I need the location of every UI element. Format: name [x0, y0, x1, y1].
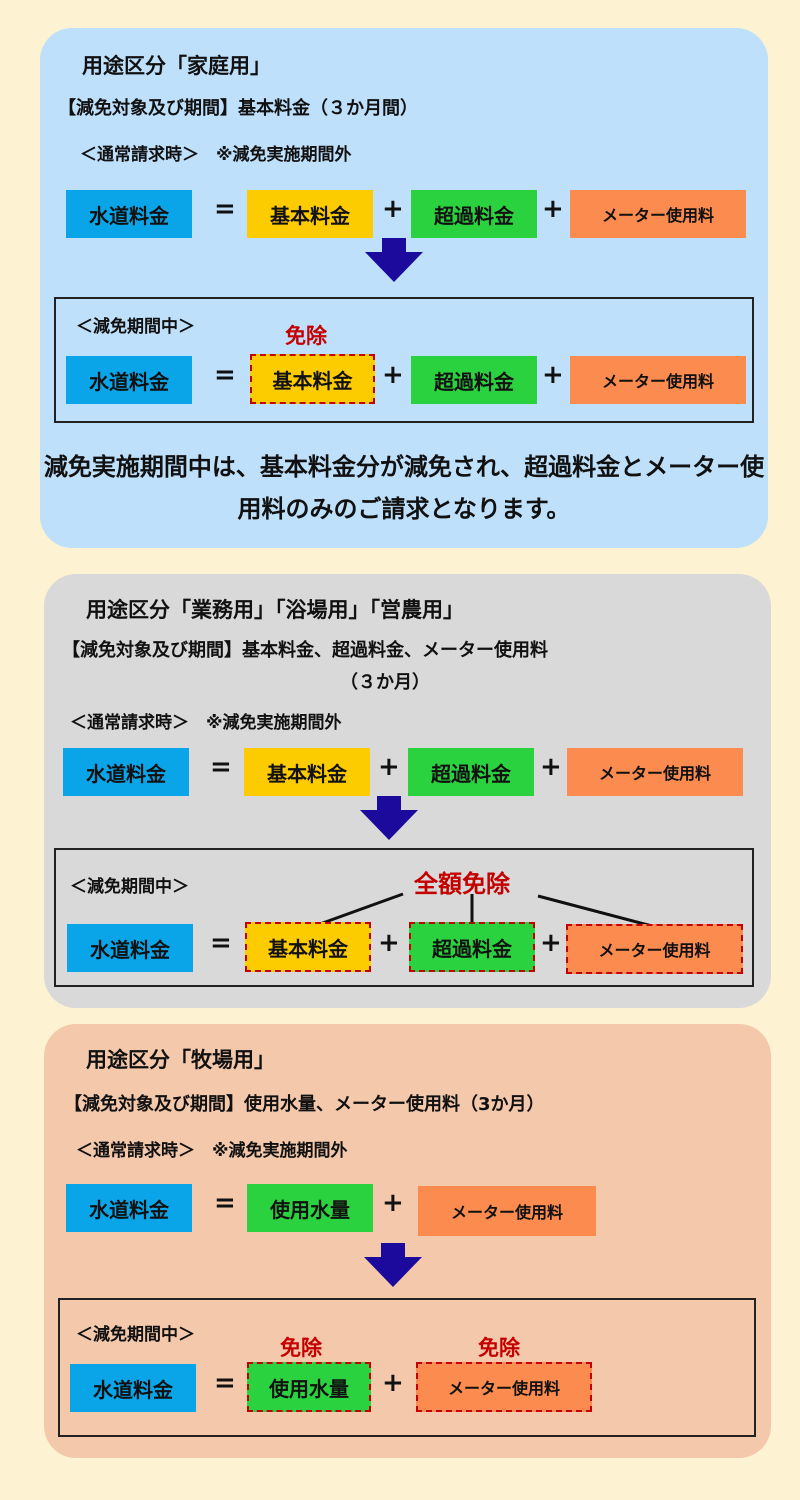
plus-sign: + [378, 752, 400, 782]
exempt-connector-lines [319, 892, 653, 928]
plus-sign: + [540, 928, 562, 958]
water-fee-box: 水道料金 [66, 356, 192, 404]
excess-fee-box: 超過料金 [411, 190, 537, 238]
meter-fee-box: メーター使用料 [570, 190, 746, 238]
exemption-period-label: ＜減免期間中＞ [76, 1325, 195, 1345]
usage-volume-box: 使用水量 [247, 1184, 373, 1232]
exemption-period-label: ＜減免期間中＞ [70, 877, 189, 897]
scope-text-line2: （３か月） [340, 672, 430, 693]
equals-sign: = [214, 1188, 236, 1218]
plus-sign: + [378, 928, 400, 958]
water-fee-box: 水道料金 [63, 748, 189, 796]
meter-fee-box: メーター使用料 [418, 1186, 596, 1236]
basic-fee-box-exempt: 基本料金 [245, 922, 371, 972]
meter-fee-box-exempt: メーター使用料 [416, 1362, 592, 1412]
exemption-period-frame [54, 848, 754, 987]
down-arrow-icon [365, 238, 423, 282]
plus-sign: + [540, 752, 562, 782]
section-title: 用途区分「家庭用」 [82, 54, 271, 78]
normal-billing-label: ＜通常請求時＞ ※減免実施期間外 [76, 1141, 348, 1161]
meter-fee-box: メーター使用料 [567, 748, 743, 796]
section-title: 用途区分「牧場用」 [86, 1048, 275, 1072]
basic-fee-box: 基本料金 [244, 748, 370, 796]
meter-fee-box: メーター使用料 [570, 356, 746, 404]
plus-sign: + [382, 1188, 404, 1218]
equals-sign: = [214, 1368, 236, 1398]
water-fee-box: 水道料金 [67, 924, 193, 972]
full-exempt-label: 全額免除 [414, 870, 510, 898]
exempt-label: 免除 [280, 1336, 322, 1360]
water-fee-box: 水道料金 [70, 1364, 196, 1412]
exemption-period-frame [58, 1298, 756, 1437]
down-arrow-icon [364, 1243, 422, 1287]
plus-sign: + [382, 194, 404, 224]
plus-sign: + [542, 360, 564, 390]
scope-text: 【減免対象及び期間】基本料金（３か月間） [58, 98, 418, 119]
scope-text: 【減免対象及び期間】使用水量、メーター使用料（3か月） [64, 1094, 545, 1115]
excess-fee-box: 超過料金 [411, 356, 537, 404]
basic-fee-box-exempt: 基本料金 [250, 354, 375, 404]
exempt-label: 免除 [478, 1336, 520, 1360]
equals-sign: = [214, 360, 236, 390]
scope-text-line1: 【減免対象及び期間】基本料金、超過料金、メーター使用料 [62, 640, 548, 661]
summary-text: 減免実施期間中は、基本料金分が減免され、超過料金とメーター使用料のみのご請求とな… [43, 453, 765, 523]
plus-sign: + [542, 194, 564, 224]
normal-billing-label: ＜通常請求時＞ ※減免実施期間外 [70, 713, 342, 733]
meter-fee-box-exempt: メーター使用料 [566, 924, 743, 974]
water-fee-box: 水道料金 [66, 190, 192, 238]
excess-fee-box-exempt: 超過料金 [409, 922, 535, 972]
down-arrow-icon [360, 796, 418, 840]
equals-sign: = [210, 752, 232, 782]
plus-sign: + [382, 1368, 404, 1398]
basic-fee-box: 基本料金 [247, 190, 373, 238]
usage-volume-box-exempt: 使用水量 [247, 1362, 371, 1412]
section-title: 用途区分「業務用」「浴場用」「営農用」 [86, 598, 464, 622]
equals-sign: = [210, 928, 232, 958]
panel-household [40, 28, 768, 548]
water-fee-box: 水道料金 [66, 1184, 192, 1232]
normal-billing-label: ＜通常請求時＞ ※減免実施期間外 [80, 145, 352, 165]
exempt-label: 免除 [285, 324, 327, 348]
equals-sign: = [214, 194, 236, 224]
plus-sign: + [382, 360, 404, 390]
excess-fee-box: 超過料金 [408, 748, 534, 796]
exemption-period-label: ＜減免期間中＞ [76, 317, 195, 337]
exemption-period-frame [54, 297, 754, 423]
